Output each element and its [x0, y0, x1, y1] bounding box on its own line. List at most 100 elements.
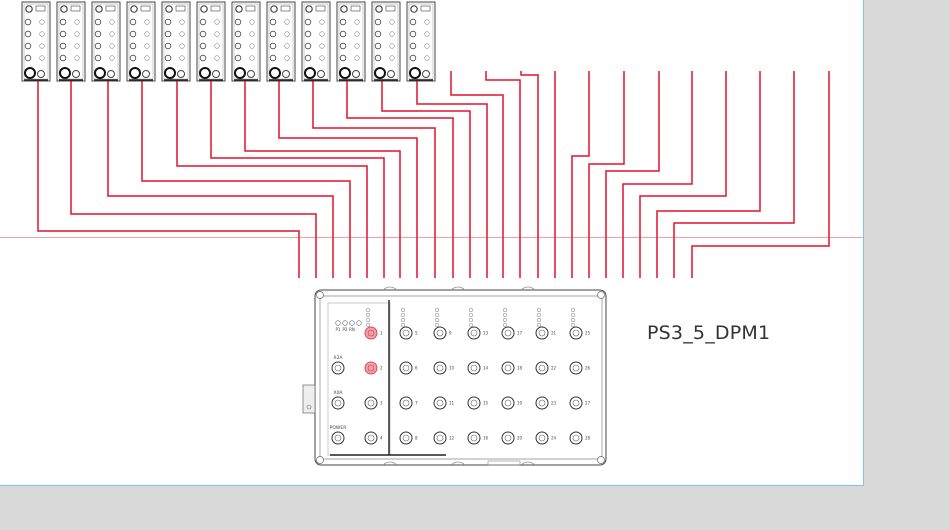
module-body — [371, 1, 401, 82]
port-number-label: 4 — [380, 436, 383, 441]
io-module — [371, 1, 401, 82]
module-led — [319, 19, 325, 25]
io-module — [406, 1, 436, 82]
module-led — [389, 31, 395, 37]
unit-mount-hole — [316, 291, 324, 299]
port-led — [468, 322, 474, 328]
port-led — [536, 322, 542, 328]
module-led — [59, 42, 67, 50]
module-label-box — [245, 5, 256, 12]
port-connector — [569, 431, 583, 445]
io-module — [266, 1, 296, 82]
module-led — [319, 43, 325, 49]
port-led — [434, 312, 440, 318]
module-bus-connector — [304, 67, 316, 79]
module-led — [374, 42, 382, 50]
module-bus-connector — [164, 67, 176, 79]
port-number-label: 26 — [585, 366, 591, 371]
module-led — [129, 18, 137, 26]
port-led — [365, 322, 371, 328]
cable-wire — [622, 71, 693, 278]
module-led — [129, 30, 137, 38]
port-number-label: 14 — [483, 366, 489, 371]
module-label-box — [70, 5, 81, 12]
module-label-box — [420, 5, 431, 12]
module-top-connector — [165, 5, 173, 13]
module-body — [21, 1, 51, 82]
module-led — [199, 42, 207, 50]
cable-wire — [381, 81, 471, 278]
module-led — [214, 43, 220, 49]
port-pin — [504, 434, 512, 442]
module-bus-connector — [199, 67, 211, 79]
port-number-label: 5 — [415, 331, 418, 336]
port-led — [536, 312, 542, 318]
module-top-connector — [60, 5, 68, 13]
port-connector — [467, 431, 481, 445]
module-body — [301, 1, 331, 82]
module-inner — [233, 3, 259, 80]
module-aux-connector — [107, 70, 115, 78]
port-number-label: 6 — [415, 366, 418, 371]
module-bus-connector — [24, 67, 36, 79]
module-led — [249, 19, 255, 25]
module-inner — [128, 3, 154, 80]
module-led — [94, 18, 102, 26]
port-led — [365, 312, 371, 318]
module-top-connector — [375, 5, 383, 13]
port-led — [434, 317, 440, 323]
unit-clip — [450, 286, 466, 291]
module-led — [94, 30, 102, 38]
module-inner — [408, 3, 434, 80]
module-led — [389, 43, 395, 49]
port-pin — [367, 399, 375, 407]
module-led — [304, 30, 312, 38]
module-label-box — [280, 5, 291, 12]
port-pin — [436, 434, 444, 442]
port-pin — [538, 329, 546, 337]
port-number-label: 9 — [449, 331, 452, 336]
port-connector — [433, 326, 447, 340]
module-led — [24, 42, 32, 50]
module-led — [199, 54, 207, 62]
module-aux-connector — [177, 70, 185, 78]
module-inner — [23, 3, 49, 80]
port-number-label: 1 — [380, 331, 383, 336]
port-connector — [433, 431, 447, 445]
module-body — [126, 1, 156, 82]
module-body — [266, 1, 296, 82]
module-body — [56, 1, 86, 82]
port-pin — [572, 364, 580, 372]
unit-cable-entry — [487, 460, 521, 466]
port-number-label: 20 — [517, 436, 523, 441]
cable-wire — [37, 81, 300, 278]
module-bus-connector — [234, 67, 246, 79]
cable-wire — [70, 81, 317, 278]
port-pin — [572, 329, 580, 337]
wires-group — [37, 71, 830, 278]
port-pin — [470, 399, 478, 407]
module-label-box — [385, 5, 396, 12]
device-label: PS3_5_DPM1 — [647, 322, 771, 344]
module-led — [59, 30, 67, 38]
port-connector — [535, 396, 549, 410]
cable-wire — [605, 71, 660, 278]
module-inner — [268, 3, 294, 80]
port-connector — [399, 431, 413, 445]
left-port-label: X0A — [333, 390, 343, 396]
module-led — [74, 43, 80, 49]
io-modules-group — [21, 1, 436, 82]
port-led — [400, 322, 406, 328]
module-led — [74, 19, 80, 25]
port-led — [502, 322, 508, 328]
port-pin — [504, 399, 512, 407]
module-led — [389, 55, 395, 61]
module-led — [214, 55, 220, 61]
module-led — [129, 54, 137, 62]
port-connector — [399, 396, 413, 410]
unit-clip — [450, 461, 466, 466]
port-pin — [402, 329, 410, 337]
